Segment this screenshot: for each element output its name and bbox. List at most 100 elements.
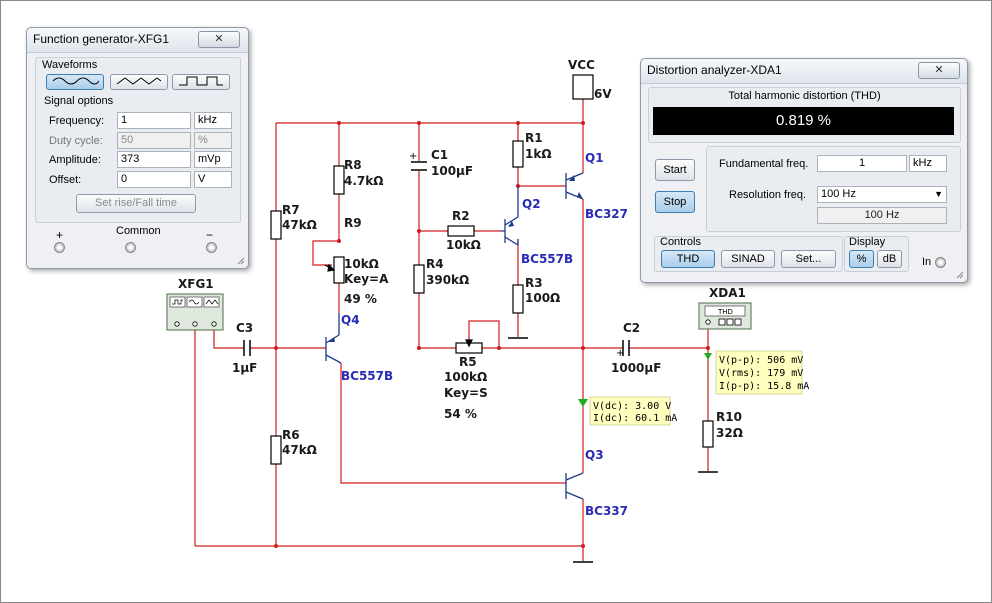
minus-terminal-label: − bbox=[206, 228, 214, 242]
close-button[interactable]: ✕ bbox=[198, 31, 240, 48]
q2-model: BC557B bbox=[521, 252, 573, 266]
resolution-freq-value: 100 Hz bbox=[821, 188, 856, 200]
resolution-freq-label: Resolution freq. bbox=[729, 189, 807, 201]
amplitude-label: Amplitude: bbox=[49, 154, 101, 166]
common-terminal-label: Common bbox=[116, 225, 161, 237]
signal-options-label: Signal options bbox=[44, 95, 114, 107]
amplitude-unit[interactable]: mVp bbox=[194, 151, 232, 168]
triangle-wave-icon bbox=[116, 77, 162, 85]
distortion-analyzer-window[interactable]: Distortion analyzer-XDA1 ✕ Total harmoni… bbox=[640, 58, 968, 283]
function-generator-panel: Waveforms Signal options Frequency: 1 kH… bbox=[35, 57, 241, 223]
thd-mode-button[interactable]: THD bbox=[661, 250, 715, 268]
resolution-freq-readout: 100 Hz bbox=[817, 207, 947, 224]
junctions bbox=[274, 121, 710, 548]
chevron-down-icon: ▼ bbox=[934, 189, 943, 199]
resolution-freq-select[interactable]: 100 Hz ▼ bbox=[817, 186, 947, 203]
plus-terminal[interactable] bbox=[54, 242, 65, 253]
q1-name: Q1 bbox=[585, 151, 604, 165]
xda1-instrument-icon[interactable] bbox=[698, 302, 752, 330]
sinad-mode-button[interactable]: SINAD bbox=[721, 250, 775, 268]
r9-value: 10kΩ bbox=[344, 257, 379, 271]
c1-plus-sign: + bbox=[409, 151, 417, 162]
waveforms-label: Waveforms bbox=[42, 59, 98, 71]
square-wave-button[interactable] bbox=[172, 74, 230, 90]
r3-name: R3 bbox=[525, 276, 543, 290]
probe-ac-ipp: I(p-p): 15.8 mA bbox=[719, 381, 809, 392]
function-generator-window[interactable]: Function generator-XFG1 ✕ Waveforms Sign… bbox=[26, 27, 249, 269]
percent-display-button[interactable]: % bbox=[849, 250, 874, 268]
resistor-r7 bbox=[270, 210, 282, 240]
set-button[interactable]: Set... bbox=[781, 250, 836, 268]
q3-model: BC337 bbox=[585, 504, 628, 518]
transistor-arrows bbox=[329, 175, 583, 342]
offset-input[interactable]: 0 bbox=[117, 171, 191, 188]
resistor-r6 bbox=[270, 435, 282, 465]
stop-button[interactable]: Stop bbox=[655, 191, 695, 213]
fundamental-freq-unit[interactable]: kHz bbox=[909, 155, 947, 172]
probe-ac-marker[interactable] bbox=[704, 353, 712, 360]
r5-value: 100kΩ bbox=[444, 370, 487, 384]
xfg1-instrument-icon[interactable] bbox=[166, 293, 224, 331]
probe-dc-marker[interactable] bbox=[578, 399, 588, 407]
q3-name: Q3 bbox=[585, 448, 604, 462]
r5-name: R5 bbox=[459, 355, 477, 369]
r10-name: R10 bbox=[716, 410, 742, 424]
c2-plus-sign: + bbox=[616, 348, 624, 359]
resize-grip-icon[interactable] bbox=[237, 257, 245, 265]
resistor-r4 bbox=[413, 264, 425, 294]
r4-name: R4 bbox=[426, 257, 444, 271]
fundamental-freq-input[interactable]: 1 bbox=[817, 155, 907, 172]
probe-ac-vpp: V(p-p): 506 mV bbox=[719, 355, 803, 366]
r9-key: Key=A bbox=[344, 272, 389, 286]
r9-setting: 49 % bbox=[344, 292, 377, 306]
resistors bbox=[270, 140, 714, 465]
set-rise-fall-button[interactable]: Set rise/Fall time bbox=[76, 194, 196, 213]
r10-value: 32Ω bbox=[716, 426, 743, 440]
resistor-r8 bbox=[333, 165, 345, 195]
minus-terminal[interactable] bbox=[206, 242, 217, 253]
potentiometer-r9 bbox=[333, 256, 345, 284]
q2-name: Q2 bbox=[522, 197, 541, 211]
frequency-label: Frequency: bbox=[49, 115, 105, 127]
c2-value: 1000µF bbox=[611, 361, 661, 375]
resistor-r1 bbox=[512, 140, 524, 168]
vcc-source[interactable] bbox=[572, 74, 594, 100]
r8-value: 4.7kΩ bbox=[344, 174, 383, 188]
triangle-wave-button[interactable] bbox=[110, 74, 168, 90]
controls-label: Controls bbox=[660, 236, 701, 248]
plus-terminal-label: + bbox=[56, 228, 64, 242]
input-terminal-label: In bbox=[922, 256, 932, 268]
thd-display-panel: Total harmonic distortion (THD) 0.819 % bbox=[648, 87, 961, 143]
r1-value: 1kΩ bbox=[525, 147, 552, 161]
c3-name: C3 bbox=[236, 321, 253, 335]
sine-wave-button[interactable] bbox=[46, 74, 104, 90]
close-button[interactable]: ✕ bbox=[918, 62, 960, 79]
start-button[interactable]: Start bbox=[655, 159, 695, 181]
thd-readout: 0.819 % bbox=[653, 107, 954, 135]
distortion-analyzer-titlebar[interactable]: Distortion analyzer-XDA1 bbox=[641, 59, 967, 84]
q1-model: BC327 bbox=[585, 207, 628, 221]
input-terminal[interactable] bbox=[935, 257, 946, 268]
duty-cycle-label: Duty cycle: bbox=[49, 135, 103, 147]
amplitude-input[interactable]: 373 bbox=[117, 151, 191, 168]
r1-name: R1 bbox=[525, 131, 543, 145]
frequency-input[interactable]: 1 bbox=[117, 112, 191, 129]
resize-grip-icon[interactable] bbox=[956, 271, 964, 279]
db-display-button[interactable]: dB bbox=[877, 250, 902, 268]
thd-title: Total harmonic distortion (THD) bbox=[728, 90, 881, 102]
duty-cycle-input[interactable]: 50 bbox=[117, 132, 191, 149]
offset-unit[interactable]: V bbox=[194, 171, 232, 188]
square-wave-icon bbox=[179, 76, 223, 86]
common-terminal[interactable] bbox=[125, 242, 136, 253]
resistor-r2 bbox=[447, 225, 475, 237]
r2-value: 10kΩ bbox=[446, 238, 481, 252]
probe-dc-box bbox=[589, 396, 671, 426]
frequency-unit[interactable]: kHz bbox=[194, 112, 232, 129]
offset-label: Offset: bbox=[49, 174, 82, 186]
xfg1-label: XFG1 bbox=[178, 277, 214, 291]
pot-wipers bbox=[324, 263, 473, 348]
xda1-screen-text: THD bbox=[717, 308, 733, 316]
duty-cycle-unit[interactable]: % bbox=[194, 132, 232, 149]
